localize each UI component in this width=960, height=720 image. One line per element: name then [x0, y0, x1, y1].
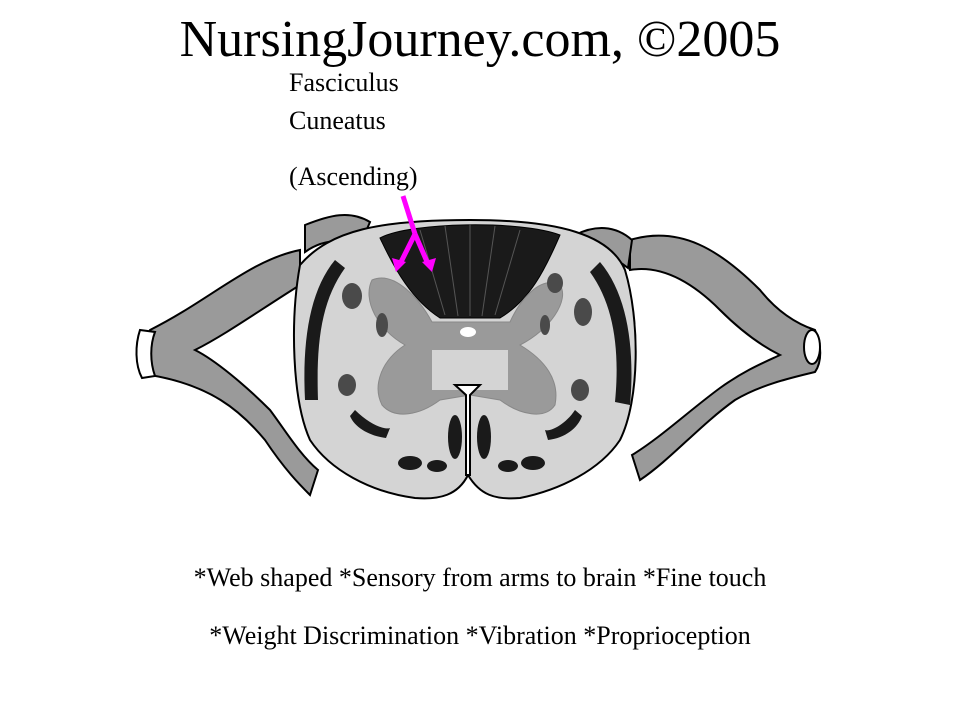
lateral-tract-left — [304, 260, 345, 400]
tract-label-line2: Cuneatus — [289, 106, 386, 135]
anterior-median-fissure — [452, 384, 483, 476]
caption-line1: *Web shaped *Sensory from arms to brain … — [193, 563, 767, 592]
grey-commissure — [432, 350, 508, 390]
grey-matter — [368, 277, 564, 415]
caption-line2: *Weight Discrimination *Vibration *Propr… — [209, 621, 751, 650]
left-nerve-roots — [135, 214, 372, 497]
central-canal — [460, 327, 476, 337]
pointer-arrows — [392, 195, 436, 272]
tract-label-line3: (Ascending) — [289, 162, 418, 191]
lateral-tract-right — [590, 262, 632, 405]
tract-label-line1: Fasciculus — [289, 68, 399, 97]
tract-spots — [338, 273, 592, 401]
page-title: NursingJourney.com, ©2005 — [179, 11, 781, 68]
